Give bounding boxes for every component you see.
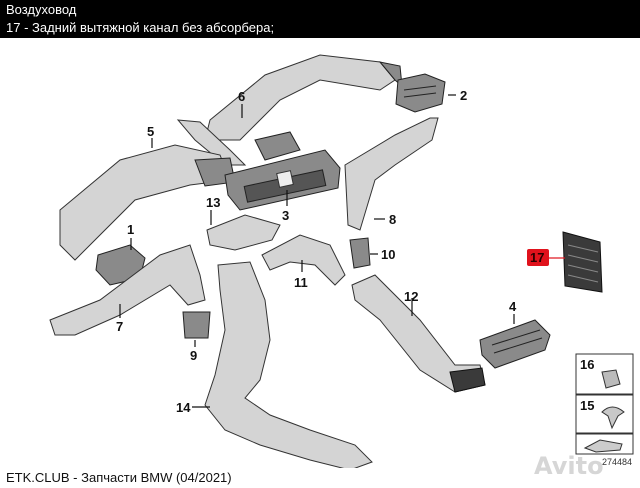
highlight-box	[527, 249, 549, 266]
part-12-duct	[351, 274, 486, 393]
part-7-duct	[49, 244, 206, 336]
part-13-piece	[206, 214, 281, 251]
part-6-duct	[176, 54, 403, 166]
part-5-duct	[59, 144, 236, 261]
callout-11: 11	[294, 275, 308, 290]
part-11-duct	[261, 234, 346, 286]
callout-15: 15	[580, 398, 594, 413]
callout-7: 7	[116, 319, 123, 334]
clip-15-icon	[601, 406, 625, 430]
callout-8: 8	[389, 212, 396, 227]
callout-17: 17	[530, 250, 544, 265]
callout-12: 12	[404, 289, 418, 304]
footer-text: ETK.CLUB - Запчасти BMW (04/2021)	[6, 470, 232, 485]
callout-17-highlight: 17	[527, 249, 549, 266]
callout-16: 16	[580, 357, 594, 372]
callout-6: 6	[238, 89, 245, 104]
callout-10: 10	[381, 247, 395, 262]
clip-16-icon	[601, 369, 621, 389]
callout-13: 13	[206, 195, 220, 210]
catalog-number: 274484	[602, 457, 632, 467]
page-title: Воздуховод	[6, 2, 77, 17]
part-3-vent	[224, 149, 341, 211]
part-9-clip	[182, 311, 211, 339]
parts-diagram: 6 2 5 3 8 13 10 11 1 7 9 12 4 14 17 16 1…	[49, 54, 634, 468]
part-4-vent	[479, 319, 551, 369]
page-subtitle: 17 - Задний вытяжной канал без абсорбера…	[6, 20, 275, 35]
title-bar: Воздуховод 17 - Задний вытяжной канал бе…	[0, 0, 640, 38]
fastener-legend: 16 15 274484	[575, 353, 634, 467]
avito-watermark: Avito	[534, 452, 604, 480]
callout-4: 4	[509, 299, 517, 314]
leader-lines	[119, 94, 565, 408]
callout-1: 1	[127, 222, 134, 237]
part-17-grille	[562, 231, 603, 293]
callout-numbers: 6 2 5 3 8 13 10 11 1 7 9 12 4 14	[116, 88, 517, 415]
part-8-duct	[344, 117, 439, 231]
callout-14: 14	[176, 400, 191, 415]
part-10-clip	[349, 237, 371, 269]
part-2-grille	[395, 73, 446, 113]
callout-5: 5	[147, 124, 154, 139]
callout-2: 2	[460, 88, 467, 103]
clip-icon	[583, 439, 623, 453]
callout-3: 3	[282, 208, 289, 223]
callout-9: 9	[190, 348, 197, 363]
part-14-duct	[204, 261, 373, 468]
